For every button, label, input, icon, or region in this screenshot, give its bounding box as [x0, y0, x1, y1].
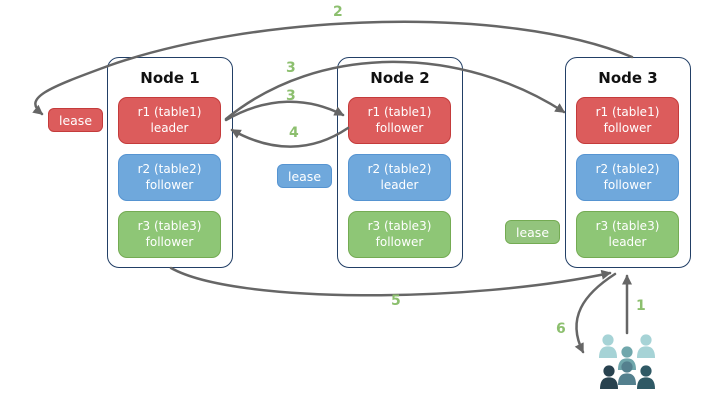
- node-2-title: Node 2: [370, 69, 430, 87]
- replica-role: follower: [603, 177, 652, 192]
- lease-tag-r2: lease: [277, 164, 332, 188]
- replica-name: r2 (table2): [595, 162, 660, 177]
- step-label-2: 2: [333, 4, 343, 20]
- node-1: Node 1 r1 (table1) leader r2 (table2) fo…: [107, 57, 233, 268]
- replica-name: r1 (table1): [137, 105, 202, 120]
- replica-role: follower: [375, 120, 424, 135]
- node-3-replica-r2: r2 (table2) follower: [576, 154, 679, 201]
- step-label-5: 5: [391, 293, 401, 309]
- user-figure-back-left: [599, 334, 617, 358]
- node-1-replica-r2: r2 (table2) follower: [118, 154, 221, 201]
- user-figure-front-center: [618, 361, 636, 385]
- node-3-replica-r1: r1 (table1) follower: [576, 97, 679, 144]
- replica-name: r1 (table1): [367, 105, 432, 120]
- replica-name: r3 (table3): [137, 219, 202, 234]
- replica-role: follower: [603, 120, 652, 135]
- node-1-replica-r1: r1 (table1) leader: [118, 97, 221, 144]
- step-label-3b: 3: [286, 88, 296, 104]
- node-2-replica-r1: r1 (table1) follower: [348, 97, 451, 144]
- lease-tag-r1: lease: [48, 108, 103, 132]
- replica-role: leader: [380, 177, 419, 192]
- arrow-6-response-to-client: [574, 272, 617, 354]
- replica-role: leader: [608, 234, 647, 249]
- arrow-5-response-to-gateway: [169, 266, 612, 297]
- node-3-replica-r3: r3 (table3) leader: [576, 211, 679, 258]
- replica-role: follower: [145, 177, 194, 192]
- lease-tag-r3: lease: [505, 220, 560, 244]
- node-1-replica-r3: r3 (table3) follower: [118, 211, 221, 258]
- step-label-6: 6: [556, 321, 566, 337]
- step-label-3a: 3: [286, 60, 296, 76]
- node-3-title: Node 3: [598, 69, 658, 87]
- replica-name: r1 (table1): [595, 105, 660, 120]
- node-3: Node 3 r1 (table1) follower r2 (table2) …: [565, 57, 691, 268]
- user-figure-front-right: [637, 365, 655, 389]
- user-figure-front-left: [600, 365, 618, 389]
- user-figure-middle-center: [618, 346, 636, 370]
- replica-role: leader: [150, 120, 189, 135]
- node-1-title: Node 1: [140, 69, 200, 87]
- node-2: Node 2 r1 (table1) follower r2 (table2) …: [337, 57, 463, 268]
- user-figure-back-right: [637, 334, 655, 358]
- node-2-replica-r3: r3 (table3) follower: [348, 211, 451, 258]
- replica-name: r3 (table3): [595, 219, 660, 234]
- replica-name: r2 (table2): [367, 162, 432, 177]
- replica-name: r3 (table3): [367, 219, 432, 234]
- step-label-1: 1: [636, 298, 646, 314]
- replica-role: follower: [375, 234, 424, 249]
- replica-name: r2 (table2): [137, 162, 202, 177]
- replica-role: follower: [145, 234, 194, 249]
- step-label-4: 4: [289, 125, 299, 141]
- arrow-3-replicate-to-node2: [224, 100, 345, 122]
- node-2-replica-r2: r2 (table2) leader: [348, 154, 451, 201]
